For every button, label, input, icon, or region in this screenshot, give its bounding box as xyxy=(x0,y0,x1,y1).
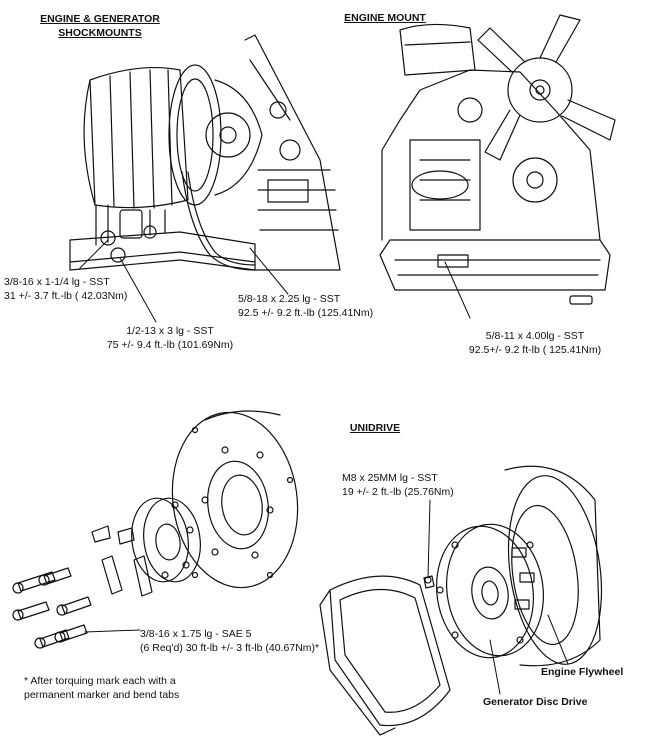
callout-bolt-12-line2: 75 +/- 9.4 ft.-lb (101.69Nm) xyxy=(106,339,234,351)
label-generator-disc-drive: Generator Disc Drive xyxy=(483,696,588,708)
flywheel-and-disc-drive-drawing xyxy=(423,465,603,667)
engine-mount-title: ENGINE MOUNT xyxy=(344,12,426,24)
bolts-drawing xyxy=(12,567,92,649)
callout-bolt-58b-line1: 5/8-11 x 4.00lg - SST xyxy=(485,330,585,342)
callout-sae-line2: (6 Req'd) 30 ft-lb +/- 3 ft-lb (40.67Nm)… xyxy=(140,642,320,654)
shockmounts-title-line2: SHOCKMOUNTS xyxy=(58,27,142,39)
callout-sae-line1: 3/8-16 x 1.75 lg - SAE 5 xyxy=(140,628,252,640)
note-line2: permanent marker and bend tabs xyxy=(24,689,180,701)
note-line1: * After torquing mark each with a xyxy=(24,675,176,687)
callout-m8-line1: M8 x 25MM lg - SST xyxy=(342,472,438,484)
shockmounts-title-line1: ENGINE & GENERATOR xyxy=(40,13,160,25)
callout-bolt-38-line1: 3/8-16 x 1-1/4 lg - SST xyxy=(4,276,110,288)
callout-bolt-38-line2: 31 +/- 3.7 ft.-lb ( 42.03Nm) xyxy=(4,290,128,302)
callout-bolt-58a-line1: 5/8-18 x 2.25 lg - SST xyxy=(238,293,341,305)
generator-housing-drawing xyxy=(319,575,451,736)
unidrive-title: UNIDRIVE xyxy=(349,422,401,434)
leader-lines xyxy=(79,239,569,695)
engine-mount-drawing xyxy=(379,14,616,305)
callout-bolt-58b-line2: 92.5+/- 9.2 ft-lb ( 125.41Nm) xyxy=(468,344,602,356)
callout-m8-line2: 19 +/- 2 ft.-lb (25.76Nm) xyxy=(342,486,454,498)
generator-assembly-drawing xyxy=(69,34,341,271)
lock-tabs-drawing xyxy=(91,525,153,597)
callout-bolt-58a-line2: 92.5 +/- 9.2 ft.-lb (125.41Nm) xyxy=(238,307,374,319)
label-engine-flywheel: Engine Flywheel xyxy=(541,666,624,678)
callout-bolt-12-line1: 1/2-13 x 3 lg - SST xyxy=(126,325,214,337)
splined-hub-drawing xyxy=(131,497,201,583)
flex-plate-drawing xyxy=(171,410,299,589)
